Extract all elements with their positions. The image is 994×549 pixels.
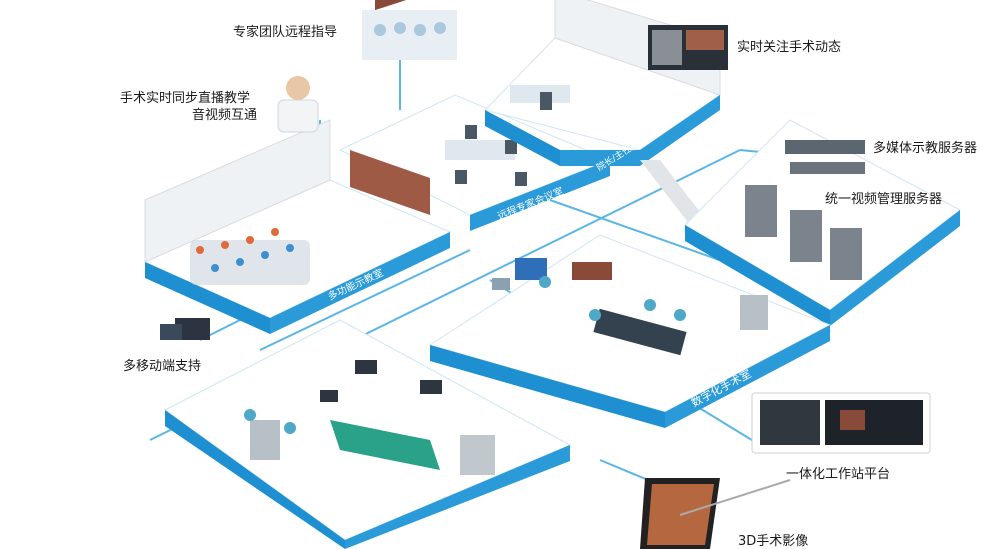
3d-image [640,478,791,549]
room-datacenter [684,119,961,326]
label-media-server: 多媒体示教服务器 [873,141,978,156]
room-conference [338,0,612,231]
staircase [640,160,710,225]
label-mobile: 多移动端支持 [123,359,202,374]
label-live-teaching-1: 手术实时同步直播教学 [120,91,251,106]
doctor-avatar [277,76,319,133]
label-3d-image: 3D手术影像 [738,534,809,549]
mobile-devices [160,318,210,340]
room-digital-or [428,234,832,428]
video-server-unit [790,162,865,174]
operating-table [330,420,440,470]
room-classroom [143,119,452,334]
label-workstation: 一体化工作站平台 [786,467,891,482]
media-server-unit [785,140,865,154]
label-live-monitor: 实时关注手术动态 [737,40,842,55]
live-monitor-image [648,25,728,70]
label-live-teaching-2: 音视频互通 [192,108,258,123]
wall-screen [375,0,425,11]
workstation-platform [751,392,931,454]
room-3d-or [164,319,572,549]
room-office [484,0,722,225]
expert-team-image [362,10,457,60]
server-racks [745,185,862,280]
label-video-server: 统一视频管理服务器 [825,192,943,207]
label-expert-guidance: 专家团队远程指导 [233,25,338,40]
